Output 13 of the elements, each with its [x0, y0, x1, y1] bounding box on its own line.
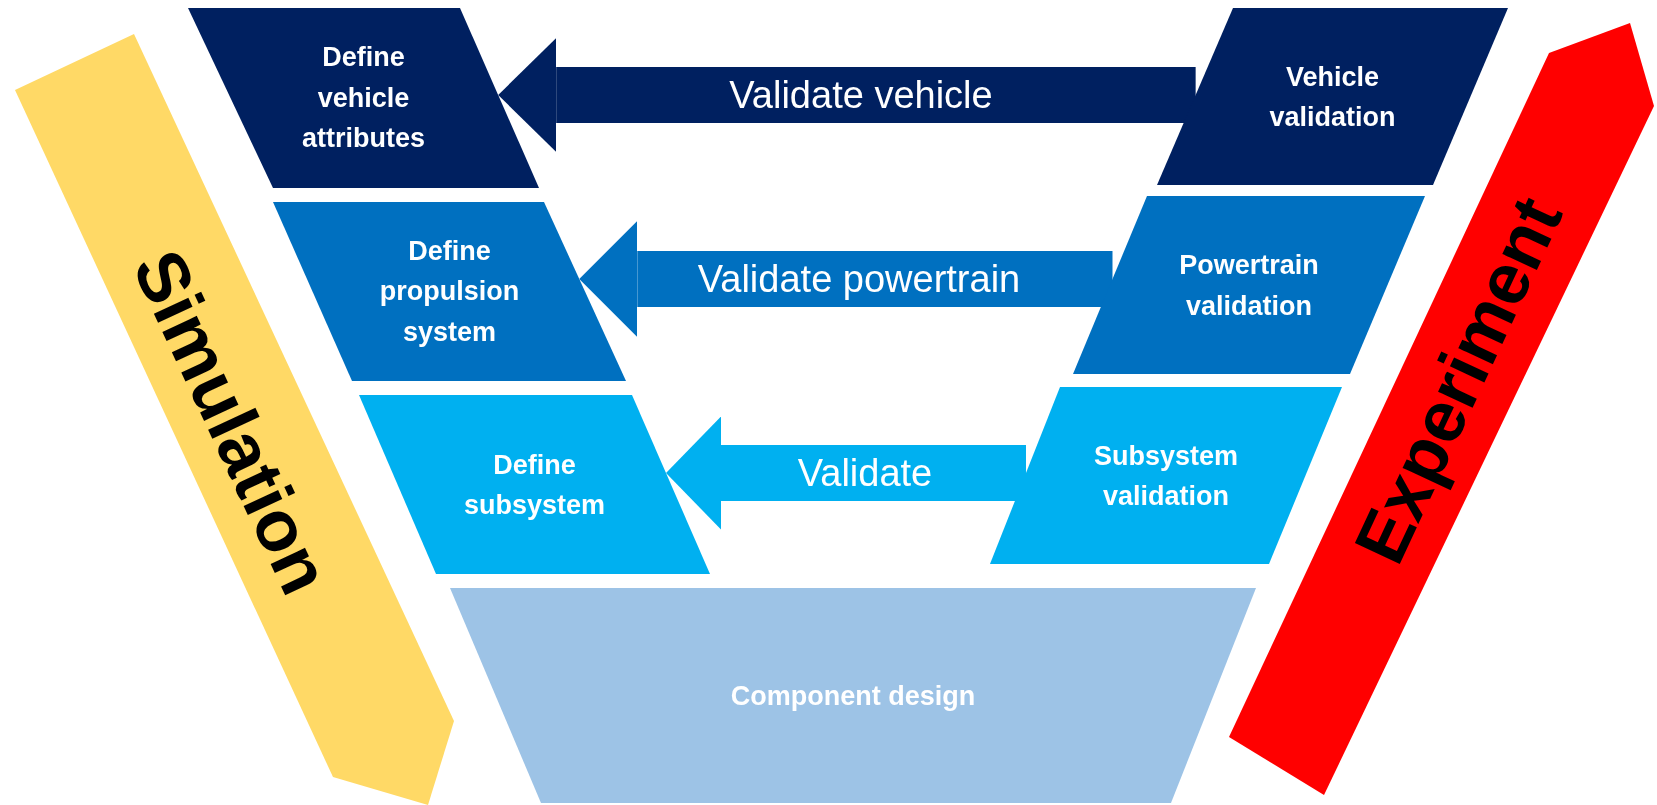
step-label: Subsystem validation	[1092, 439, 1240, 513]
block-arrow	[666, 416, 1026, 530]
step-label: Component design	[729, 679, 977, 713]
block-arrow	[498, 38, 1196, 152]
edge-label: Validate powertrain	[697, 260, 1021, 298]
edge-label: Validate	[797, 454, 933, 492]
block-arrow	[579, 221, 1113, 337]
step-label: Define subsystem	[462, 448, 607, 522]
edge-label: Validate vehicle	[729, 76, 993, 114]
step-label: Powertrain validation	[1178, 248, 1320, 322]
step-label: Vehicle validation	[1268, 60, 1397, 134]
step-label: Define propulsion system	[378, 234, 521, 349]
step-label: Define vehicle attributes	[301, 41, 426, 156]
